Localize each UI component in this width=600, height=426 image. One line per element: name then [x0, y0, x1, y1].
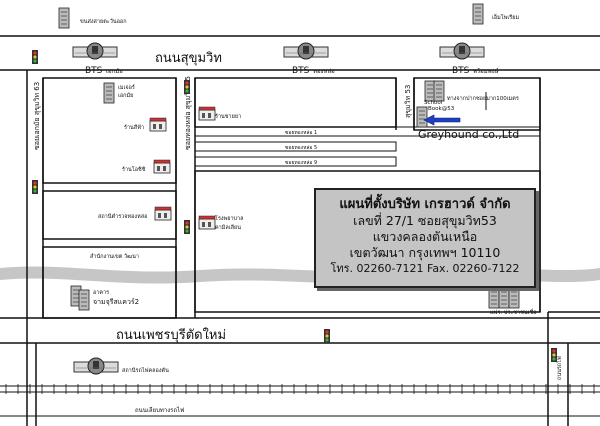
train-station-icon — [283, 42, 329, 60]
company-address-3: เขตวัฒนา กรุงเทพฯ 10110 — [349, 245, 501, 260]
building-icon — [416, 106, 428, 128]
bts-ekkamai-thai: เอกมัย — [106, 68, 123, 75]
train-station-icon — [73, 357, 119, 375]
label-hospital-2: คามิลเลียน — [215, 224, 241, 231]
label-major: เมเจอร์ — [118, 84, 135, 91]
label-building-2: จามจุรีสแควร์2 — [93, 298, 139, 306]
temple-icon — [154, 206, 172, 221]
label-greyhound: Greyhound co.,Ltd — [418, 128, 519, 141]
label-post-office: สำนักงานเขต วัฒนา — [90, 253, 139, 260]
company-contact: โทร. 02260-7121 Fax. 02260-7122 — [330, 262, 520, 275]
shop-icon — [153, 159, 171, 174]
building-icon — [488, 287, 500, 309]
company-name: แผนที่ตั้งบริษัท เกรฮาวด์ จำกัด — [339, 197, 511, 212]
label-market: แฟร. ประชาชนเชื่อ — [490, 308, 537, 316]
label-police: สถานีตำรวจทองหล่อ — [98, 213, 147, 220]
building-icon — [198, 215, 216, 230]
label-soi-th5: ซอยทองหล่อ 5 — [285, 145, 317, 151]
train-station-icon — [439, 42, 485, 60]
train-station-icon — [72, 42, 118, 60]
arrow-icon — [423, 114, 461, 126]
label-shop-b: ร้านโอชิชิ — [122, 165, 146, 173]
block-police — [42, 190, 177, 240]
bts-thonglor-thai: ทองหล่อ — [313, 68, 335, 75]
label-railway-side: ถนนเลียบทางรถไฟ — [135, 406, 184, 414]
bts-ekkamai-label: BTS — [85, 66, 103, 76]
traffic-light-icon — [184, 220, 190, 234]
label-bus-terminal: ขนส่งสายตะวันออก — [80, 18, 127, 25]
company-info-box: แผนที่ตั้งบริษัท เกรฮาวด์ จำกัด เลขที่ 2… — [314, 188, 536, 288]
bts-phromphong-thai: พร้อมพงษ์ — [473, 67, 499, 75]
building-icon — [472, 3, 484, 25]
block-major — [42, 77, 177, 184]
label-sukhumvit: ถนนสุขุมวิท — [155, 51, 222, 66]
label-hospital-1: โรงพยาบาล — [215, 214, 243, 222]
building-icon — [78, 289, 90, 311]
label-distance: ทางจากปากซอยมาก100เมตร — [447, 95, 519, 102]
label-soi-th1: ซอยทองหล่อ 1 — [285, 130, 317, 136]
label-book: Book@53 — [428, 106, 455, 112]
label-school: School — [424, 100, 443, 106]
company-address-1: เลขที่ 27/1 ซอยสุขุมวิท53 — [353, 213, 497, 228]
railway — [0, 384, 600, 394]
label-shop-a: ร้านสีฟ้า — [124, 124, 144, 131]
label-phetchaburi: ถนนเพชรบุรีตัดใหม่ — [116, 327, 226, 343]
traffic-light-icon — [32, 180, 38, 194]
building-icon — [103, 82, 115, 104]
label-rail-right: ถนนรถไฟ — [556, 356, 563, 380]
traffic-light-icon — [32, 50, 38, 64]
label-soi55: ซอยทองหล่อ สุขุมวิท 55 — [184, 76, 192, 150]
building-icon — [424, 80, 436, 102]
shop-icon — [198, 106, 216, 121]
label-building-1: อาคาร — [93, 290, 109, 296]
block-greyhound — [413, 77, 541, 131]
label-shop-c: ร้านชายยา — [215, 113, 241, 120]
bts-thonglor-label: BTS — [292, 66, 310, 76]
building-icon — [508, 287, 520, 309]
building-icon — [498, 287, 510, 309]
label-major-2: เอกมัย — [118, 92, 133, 99]
soi-th9-road — [194, 156, 397, 167]
bts-phromphong-label: BTS — [452, 66, 470, 76]
traffic-light-icon — [324, 329, 330, 343]
label-soi63: ซอยเอกมัย สุขุมวิท 63 — [33, 82, 41, 150]
building-icon — [58, 7, 70, 29]
label-soi53: สุขุมวิท 53 — [404, 85, 412, 118]
block-hospital — [194, 170, 541, 313]
traffic-light-icon — [551, 348, 557, 362]
label-station: สถานีรถไฟคลองตัน — [122, 367, 169, 374]
soi-th1-road — [194, 126, 541, 137]
company-address-2: แขวงคลองตันเหนือ — [372, 229, 478, 244]
block-post — [42, 246, 177, 319]
shop-icon — [149, 117, 167, 132]
label-soi-th9: ซอยทองหล่อ 9 — [285, 160, 317, 166]
label-emporium: เอ็มโพเรียม — [492, 13, 519, 21]
building-icon — [433, 80, 445, 102]
traffic-light-icon — [184, 80, 190, 94]
soi-th5-road — [194, 141, 397, 152]
